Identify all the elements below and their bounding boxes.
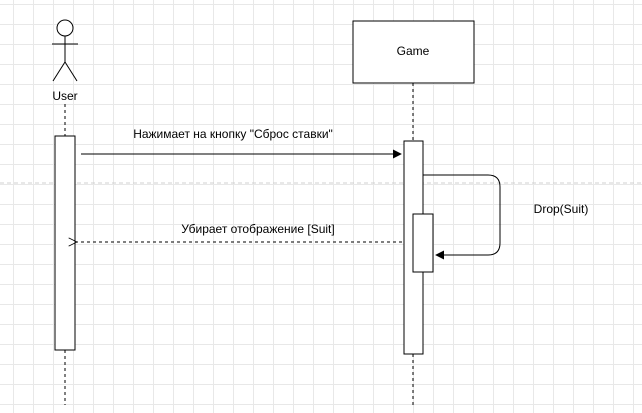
actor-label: User	[52, 89, 77, 103]
message-arrow-drop-suit[interactable]	[423, 174, 501, 260]
message-label-remove-display: Убирает отображение [Suit]	[181, 222, 334, 236]
actor-head	[56, 19, 74, 37]
actor-left-leg	[52, 61, 66, 82]
game-nested-activation-bar[interactable]	[412, 213, 434, 273]
user-activation-bar[interactable]	[54, 135, 76, 351]
user-actor[interactable]: User	[52, 19, 78, 103]
game-participant-box	[352, 20, 475, 84]
game-participant-label: Game	[397, 44, 430, 58]
game-participant[interactable]: Game	[352, 20, 475, 84]
actor-right-leg	[64, 61, 78, 82]
message-label-drop-suit: Drop(Suit)	[534, 202, 589, 216]
message-label-reset-bet: Нажимает на кнопку "Сброс ставки"	[133, 127, 333, 141]
